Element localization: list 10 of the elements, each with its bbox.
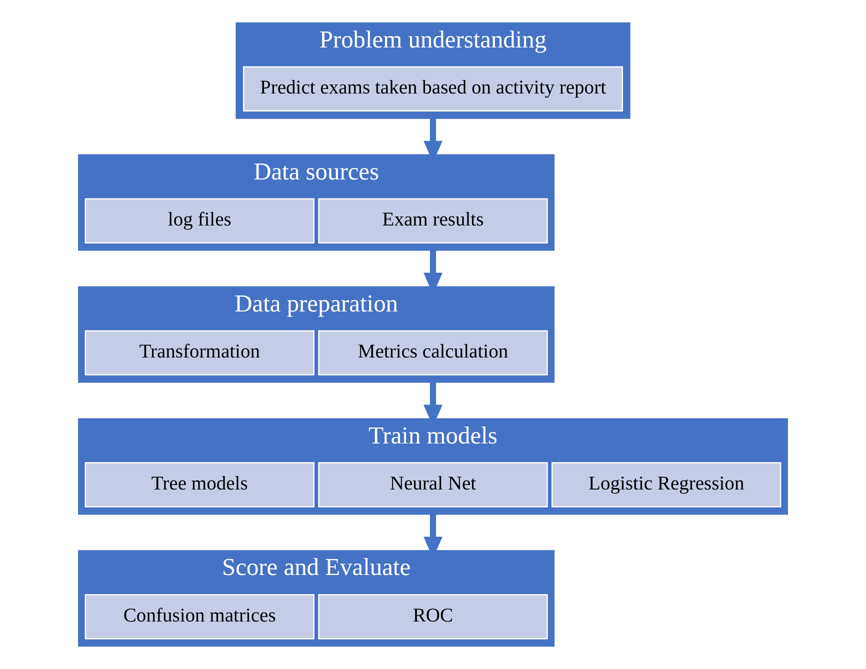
- node-box: Neural Net: [318, 462, 548, 508]
- node-box: Confusion matrices: [84, 594, 314, 640]
- node-box: log files: [84, 198, 314, 244]
- node-box: Logistic Regression: [552, 462, 782, 508]
- node-box: Exam results: [318, 198, 548, 244]
- node-box: Transformation: [84, 330, 314, 376]
- node-box: ROC: [318, 594, 548, 640]
- node-box: Metrics calculation: [318, 330, 548, 376]
- node-box: Predict exams taken based on activity report: [243, 66, 623, 112]
- node-box: Tree models: [84, 462, 314, 508]
